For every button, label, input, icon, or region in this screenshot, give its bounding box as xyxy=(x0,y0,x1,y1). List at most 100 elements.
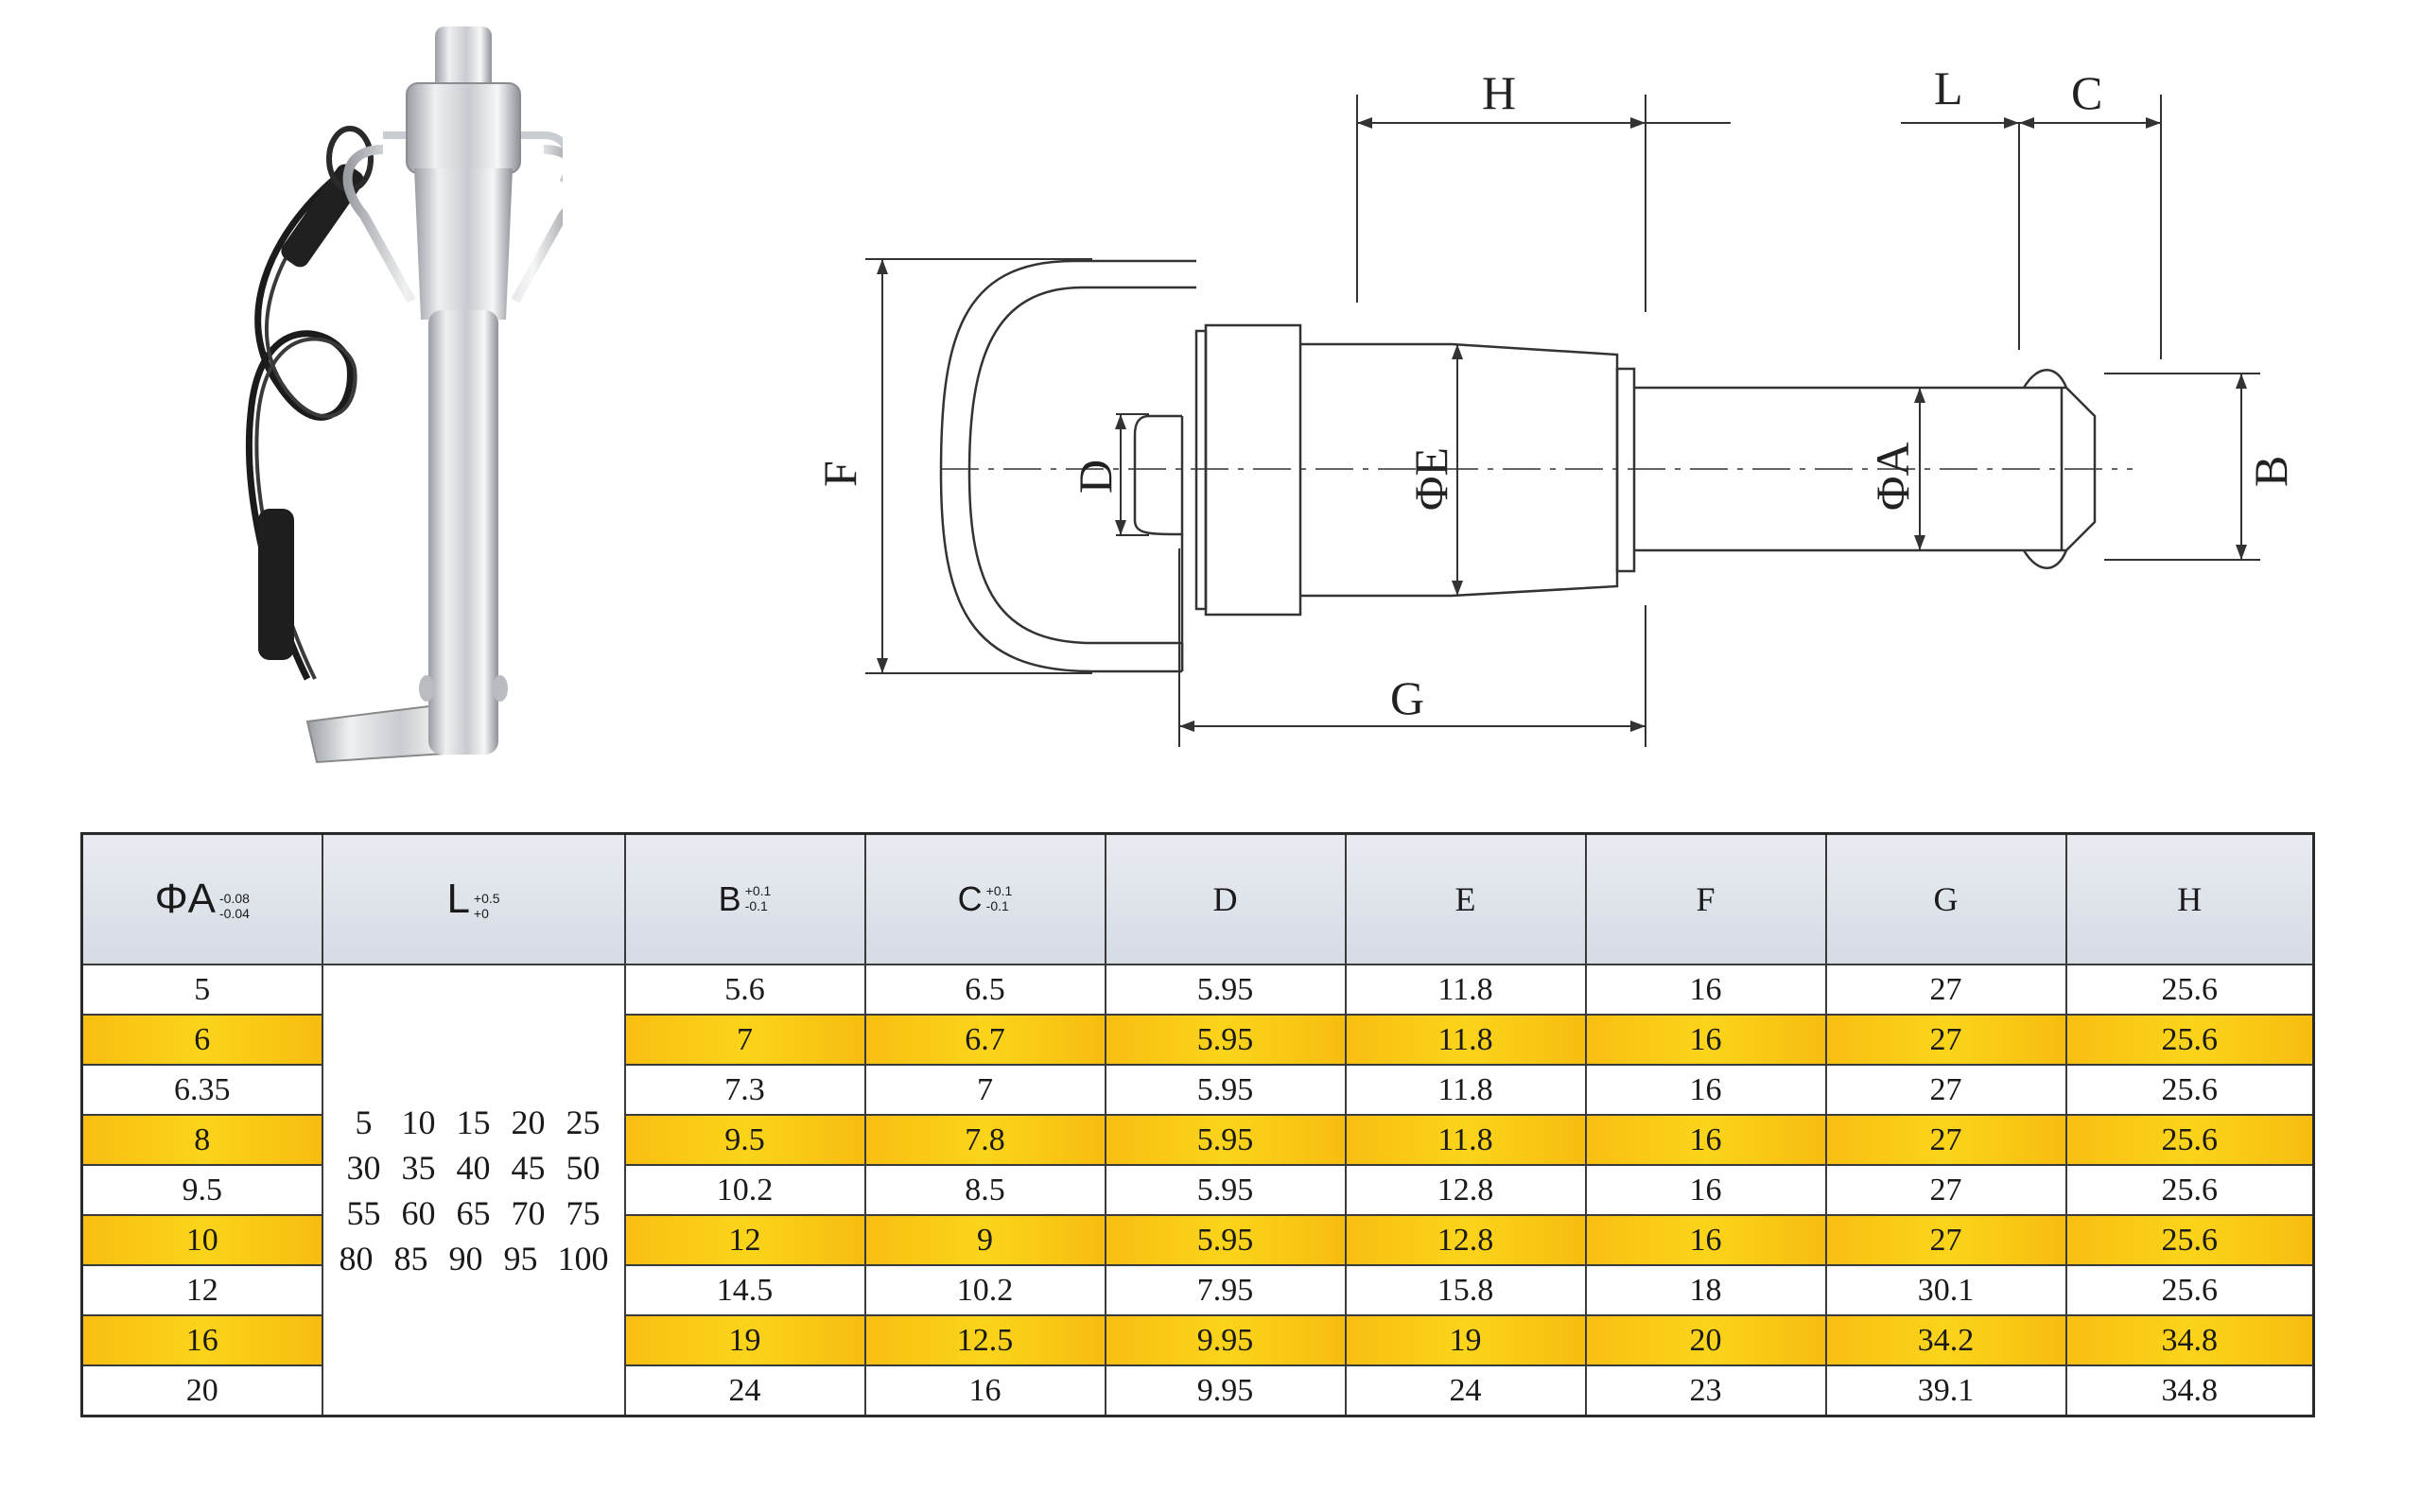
cell-A: 6 xyxy=(80,1014,323,1066)
cell-E: 11.8 xyxy=(1344,1014,1587,1066)
cell-B: 12 xyxy=(623,1214,866,1266)
cell-A: 5 xyxy=(80,964,323,1016)
table-row: 20 24 16 9.95 24 23 39.1 34.8 xyxy=(80,1364,2315,1417)
cell-F: 20 xyxy=(1584,1314,1827,1366)
body-outline xyxy=(1300,342,1619,598)
cell-F: 16 xyxy=(1584,1014,1827,1066)
header-L: L +0.5+0 xyxy=(321,832,626,965)
cell-H: 34.8 xyxy=(2064,1364,2315,1417)
header-G: G xyxy=(1824,832,2067,965)
cell-D: 7.95 xyxy=(1104,1264,1347,1316)
cap-outline xyxy=(1204,323,1302,617)
lanyard-sleeve xyxy=(258,509,294,660)
header-E: E xyxy=(1344,832,1587,965)
cell-E: 15.8 xyxy=(1344,1264,1587,1316)
table-row: 16 19 12.5 9.95 19 20 34.2 34.8 xyxy=(80,1314,2315,1366)
table-row: 9.5 10.2 8.5 5.95 12.8 16 27 25.6 xyxy=(80,1164,2315,1216)
cell-E: 11.8 xyxy=(1344,1064,1587,1116)
cell-C: 6.5 xyxy=(863,964,1106,1016)
cell-C: 7.8 xyxy=(863,1114,1106,1166)
cell-E: 11.8 xyxy=(1344,1114,1587,1166)
cell-G: 27 xyxy=(1824,1114,2067,1166)
pin-shank xyxy=(428,310,498,755)
cell-D: 5.95 xyxy=(1104,1214,1347,1266)
cell-F: 16 xyxy=(1584,1114,1827,1166)
cell-C: 6.7 xyxy=(863,1014,1106,1066)
dimension-drawing: H L C G F D ΦE ΦA B xyxy=(813,61,2297,747)
cell-C: 7 xyxy=(863,1064,1106,1116)
cell-E: 19 xyxy=(1344,1314,1587,1366)
d-ring-outline xyxy=(939,259,1196,673)
cell-A: 12 xyxy=(80,1264,323,1316)
cell-F: 16 xyxy=(1584,1064,1827,1116)
cell-D: 9.95 xyxy=(1104,1364,1347,1417)
table-row: 10 12 9 5.95 12.8 16 27 25.6 xyxy=(80,1214,2315,1266)
cell-G: 27 xyxy=(1824,1214,2067,1266)
cell-B: 9.5 xyxy=(623,1114,866,1166)
cell-E: 11.8 xyxy=(1344,964,1587,1016)
label-D: D xyxy=(1069,460,1122,494)
cell-H: 25.6 xyxy=(2064,1214,2315,1266)
cell-D: 9.95 xyxy=(1104,1314,1347,1366)
header-row: ΦA -0.08-0.04 L +0.5+0 B +0.1-0.1 C +0.1… xyxy=(80,832,2315,965)
cell-H: 25.6 xyxy=(2064,1264,2315,1316)
header-D: D xyxy=(1104,832,1347,965)
label-E: ΦE xyxy=(1404,447,1457,511)
cell-B: 7.3 xyxy=(623,1064,866,1116)
header-A: ΦA -0.08-0.04 xyxy=(80,832,323,965)
cell-A: 6.35 xyxy=(80,1064,323,1116)
cell-A: 8 xyxy=(80,1114,323,1166)
spec-table: ΦA -0.08-0.04 L +0.5+0 B +0.1-0.1 C +0.1… xyxy=(80,832,2315,1417)
cell-G: 34.2 xyxy=(1824,1314,2067,1366)
label-G: G xyxy=(1390,671,1424,724)
cell-G: 27 xyxy=(1824,964,2067,1016)
label-H: H xyxy=(1482,66,1516,119)
cell-A: 10 xyxy=(80,1214,323,1266)
cell-F: 16 xyxy=(1584,1214,1827,1266)
cell-E: 24 xyxy=(1344,1364,1587,1417)
cell-B: 14.5 xyxy=(623,1264,866,1316)
cell-A: 20 xyxy=(80,1364,323,1417)
cell-D: 5.95 xyxy=(1104,1064,1347,1116)
cell-H: 25.6 xyxy=(2064,964,2315,1016)
cell-H: 25.6 xyxy=(2064,1064,2315,1116)
cell-D: 5.95 xyxy=(1104,1014,1347,1066)
label-A: ΦA xyxy=(1866,442,1919,511)
cell-H: 34.8 xyxy=(2064,1314,2315,1366)
cell-C: 9 xyxy=(863,1214,1106,1266)
cell-B: 10.2 xyxy=(623,1164,866,1216)
table-row: 6.35 7.3 7 5.95 11.8 16 27 25.6 xyxy=(80,1064,2315,1116)
d-ring-handle xyxy=(342,145,563,304)
cell-F: 18 xyxy=(1584,1264,1827,1316)
label-L: L xyxy=(1934,61,1963,114)
label-F: F xyxy=(813,461,866,487)
cell-G: 27 xyxy=(1824,1014,2067,1066)
cell-D: 5.95 xyxy=(1104,1114,1347,1166)
cell-A: 9.5 xyxy=(80,1164,323,1216)
cell-C: 8.5 xyxy=(863,1164,1106,1216)
cell-D: 5.95 xyxy=(1104,964,1347,1016)
cell-B: 7 xyxy=(623,1014,866,1066)
cell-C: 16 xyxy=(863,1364,1106,1417)
cell-B: 19 xyxy=(623,1314,866,1366)
cell-A: 16 xyxy=(80,1314,323,1366)
cell-B: 24 xyxy=(623,1364,866,1417)
cell-D: 5.95 xyxy=(1104,1164,1347,1216)
cell-H: 25.6 xyxy=(2064,1164,2315,1216)
cell-G: 27 xyxy=(1824,1064,2067,1116)
lanyard-cable xyxy=(245,175,354,681)
cell-B: 5.6 xyxy=(623,964,866,1016)
cell-C: 10.2 xyxy=(863,1264,1106,1316)
cell-C: 12.5 xyxy=(863,1314,1106,1366)
cell-G: 39.1 xyxy=(1824,1364,2067,1417)
cell-F: 16 xyxy=(1584,1164,1827,1216)
header-H: H xyxy=(2064,832,2315,965)
cell-E: 12.8 xyxy=(1344,1214,1587,1266)
cell-H: 25.6 xyxy=(2064,1014,2315,1066)
lanyard-sleeve xyxy=(281,164,364,268)
label-C: C xyxy=(2071,66,2102,119)
spec-table-container: ΦA -0.08-0.04 L +0.5+0 B +0.1-0.1 C +0.1… xyxy=(80,832,2315,1417)
table-row: 6 7 6.7 5.95 11.8 16 27 25.6 xyxy=(80,1014,2315,1066)
